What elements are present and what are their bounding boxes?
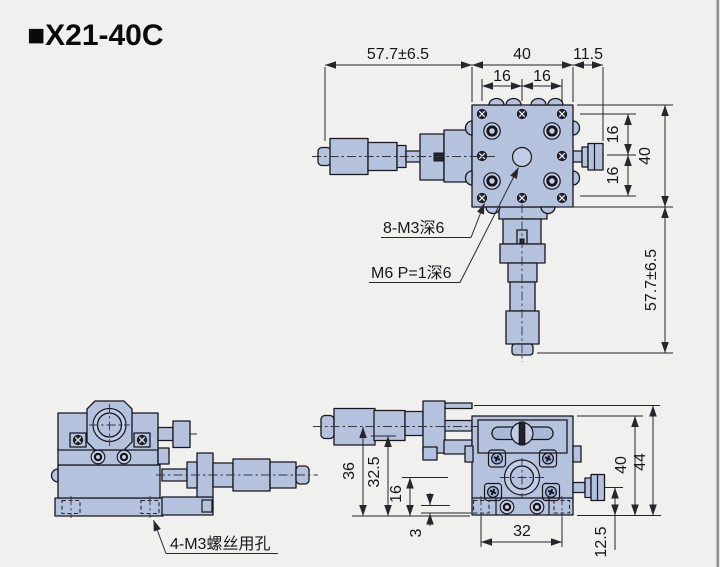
front-view-dimensions: 36 32.5 16 3 32 12.5 40: [341, 405, 661, 558]
note-corner-holes: 8-M3深6: [383, 219, 444, 237]
dim-bore-axis-height: 16: [388, 485, 405, 503]
dim-mount-hole-span: 32: [513, 523, 531, 540]
page-title: ■X21-40C: [27, 19, 164, 52]
dim-travel-width: 57.7±6.5: [367, 46, 429, 63]
front-view: 36 32.5 16 3 32 12.5 40: [313, 400, 661, 558]
center-thread-hole: [511, 146, 533, 168]
dim-hole-pitch-upper: 16: [605, 126, 622, 144]
top-view-side-knob: [572, 142, 604, 171]
front-view-side-knob: [572, 473, 606, 502]
side-view: 4-M3螺丝用孔: [50, 400, 318, 554]
dim-clamp-axis-height: 32.5: [366, 456, 383, 487]
dim-knob-offset: 11.5: [573, 46, 603, 63]
dim-side-knob-height: 12.5: [593, 526, 610, 557]
dim-body-height: 40: [613, 456, 630, 474]
dim-body-height: 40: [637, 147, 654, 165]
dim-overall-height: 44: [632, 453, 649, 471]
side-view-micrometer: [156, 452, 318, 516]
front-view-micrometer: [320, 400, 473, 461]
dim-base-lip: 3: [408, 528, 425, 537]
top-view-notes: 8-M3深6 M6 P=1深6: [369, 167, 519, 283]
dim-hole-pitch-lower: 16: [605, 167, 622, 185]
note-mount-holes: 4-M3螺丝用孔: [170, 535, 270, 553]
dim-travel-height: 57.7±6.5: [643, 249, 660, 311]
front-view-body: [464, 415, 582, 519]
dim-hole-pitch-right: 16: [533, 68, 551, 85]
side-view-note: 4-M3螺丝用孔: [153, 519, 278, 554]
dim-body-width: 40: [513, 46, 531, 63]
note-center-hole: M6 P=1深6: [371, 264, 452, 282]
top-view-y-micrometer: [498, 206, 548, 356]
top-view: 57.7±6.5 40 11.5 16 16 16 16 40 57.7: [312, 46, 673, 362]
top-view-x-micrometer: [317, 129, 473, 183]
side-view-top-knob: [157, 420, 197, 449]
side-view-body: [50, 400, 170, 518]
top-view-dimensions: 57.7±6.5 40 11.5 16 16 16 16 40 57.7: [324, 46, 673, 354]
top-view-body: [464, 97, 581, 215]
dim-hole-pitch-left: 16: [493, 68, 511, 85]
dim-mic-axis-height: 36: [341, 462, 358, 480]
